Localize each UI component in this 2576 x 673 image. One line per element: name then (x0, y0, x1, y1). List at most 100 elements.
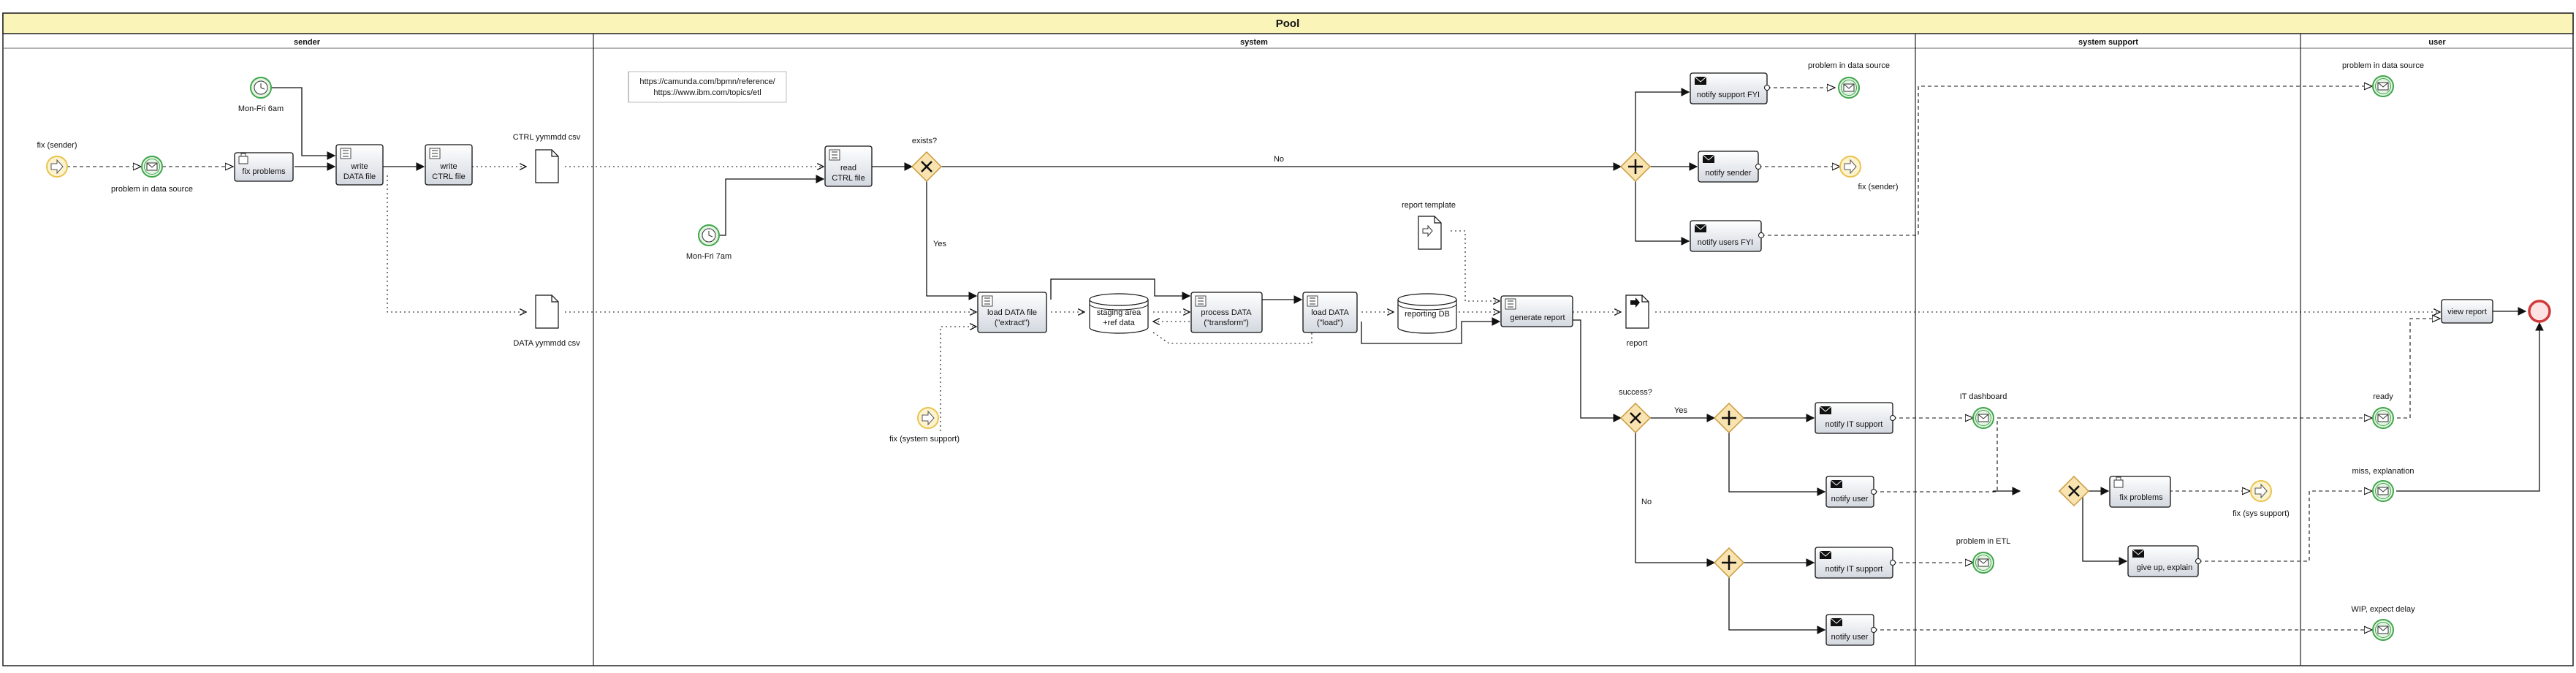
flow-load-to-process (1050, 278, 1191, 300)
message-event-problem-in-etl[interactable]: problem in ETL (1956, 537, 2011, 574)
task-write-data-file[interactable]: write DATA file (335, 144, 384, 186)
hand-icon (238, 153, 248, 164)
send-envelope-icon (1819, 550, 1832, 559)
message-event-wip[interactable]: WIP, expect delay (2351, 605, 2415, 641)
pool-header (2, 12, 2574, 34)
label-mon-fri-7am: Mon-Fri 7am (686, 252, 732, 261)
msg-give-up (2198, 491, 2372, 562)
label-ready: ready (2373, 392, 2393, 401)
message-event-miss-explanation[interactable]: miss, explanation (2352, 467, 2414, 502)
gateway-parallel-failure[interactable] (1713, 547, 1745, 579)
label-problem-system: problem in data source (1808, 61, 1890, 70)
label-it-dashboard: IT dashboard (1960, 392, 2007, 401)
script-icon (981, 295, 993, 307)
data-store-staging-area[interactable]: staging area +ref data (1089, 293, 1149, 334)
task-load-data-file[interactable]: load DATA file ("extract") (977, 292, 1047, 333)
label-problem-user: problem in data source (2342, 61, 2424, 70)
send-envelope-icon (2132, 549, 2145, 558)
task-generate-report[interactable]: generate report (1500, 295, 1573, 327)
label-fix-system-support: fix (system support) (889, 435, 960, 444)
task-notify-user-2[interactable]: notify user (1825, 614, 1877, 646)
label-yes-exists: Yes (933, 240, 946, 248)
task-load-data[interactable]: load DATA ("load") (1302, 292, 1358, 333)
label-load-data-file-1: load DATA file (987, 308, 1037, 317)
label-report: report (1627, 339, 1648, 348)
label-write-data-1: write (350, 162, 368, 171)
gateway-parallel-notify[interactable] (1619, 151, 1652, 183)
data-store-reporting-db[interactable]: reporting DB (1397, 293, 1457, 334)
task-notify-it-support-2[interactable]: notify IT support (1815, 547, 1896, 579)
script-icon (340, 148, 352, 159)
flow-report-to-success (1573, 319, 1622, 422)
gateway-exists[interactable]: exists? No Yes (911, 137, 1284, 248)
label-process-data-1: process DATA (1201, 308, 1252, 317)
task-notify-support-fyi[interactable]: notify support FYI (1690, 72, 1770, 104)
gateway-success[interactable]: success? Yes No (1619, 388, 1687, 506)
label-notify-sender: notify sender (1706, 169, 1752, 178)
data-object-report-template[interactable]: report template (1402, 201, 1456, 250)
message-event-problem-user[interactable]: problem in data source (2342, 61, 2424, 97)
note-line-2: https://www.ibm.com/topics/etl (653, 88, 761, 97)
signal-event-fix-sys-support[interactable]: fix (sys support) (2233, 480, 2290, 518)
label-no-success: No (1641, 498, 1652, 506)
task-process-data[interactable]: process DATA ("transform") (1190, 292, 1263, 333)
envelope-icon (2377, 487, 2389, 495)
data-object-ctrl-file[interactable]: CTRL yymmdd csv (513, 133, 581, 183)
envelope-icon (1977, 558, 1989, 567)
envelope-icon (1977, 414, 1989, 422)
x-icon (921, 161, 932, 172)
flow-split-support (1635, 88, 1690, 152)
task-write-ctrl-file[interactable]: write CTRL file (425, 144, 473, 186)
message-event-problem-system[interactable]: problem in data source (1808, 61, 1890, 99)
timer-event-7am[interactable]: Mon-Fri 7am (686, 224, 732, 261)
note-line-1: https://camunda.com/bpmn/reference/ (639, 77, 775, 86)
data-object-report[interactable]: report (1625, 294, 1649, 348)
sequence-flows (270, 87, 2544, 634)
task-notify-user-1[interactable]: notify user (1825, 476, 1877, 508)
label-report-template: report template (1402, 201, 1456, 210)
output-arrow-icon (1630, 297, 1640, 308)
task-read-ctrl-file[interactable]: read CTRL file (824, 145, 873, 187)
input-arrow-icon (1422, 224, 1433, 237)
label-success: success? (1619, 388, 1652, 397)
message-event-problem-in-data-source[interactable]: problem in data source (111, 156, 193, 194)
end-event[interactable] (2528, 300, 2551, 323)
start-event-fix-sender[interactable]: fix (sender) (37, 141, 77, 178)
task-fix-problems-support[interactable]: fix problems (2109, 476, 2171, 508)
label-view-report: view report (2447, 308, 2487, 316)
gateway-parallel-success[interactable] (1713, 402, 1745, 434)
label-load-data-2: ("load") (1317, 319, 1343, 327)
assoc-template-report (1451, 230, 1500, 301)
data-object-data-file[interactable]: DATA yymmdd csv (513, 294, 580, 348)
label-no-exists: No (1274, 155, 1284, 164)
send-envelope-icon (1830, 479, 1843, 488)
timer-event-6am[interactable]: Mon-Fri 6am (238, 77, 284, 113)
label-process-data-2: ("transform") (1204, 319, 1249, 327)
send-envelope-icon (1702, 154, 1715, 163)
label-generate-report: generate report (1510, 313, 1565, 322)
task-view-report[interactable]: view report (2441, 299, 2493, 324)
plus-icon (1628, 159, 1643, 174)
label-exists: exists? (912, 137, 937, 145)
label-wip: WIP, expect delay (2351, 605, 2415, 614)
script-icon (1307, 295, 1318, 307)
task-notify-it-support-1[interactable]: notify IT support (1815, 402, 1896, 434)
send-envelope-icon (1694, 76, 1707, 85)
signal-arrow-icon (1844, 159, 1857, 175)
task-give-up-explain[interactable]: give up, explain (2127, 545, 2201, 577)
task-notify-sender[interactable]: notify sender (1698, 151, 1761, 183)
task-notify-users-fyi[interactable]: notify users FYI (1690, 220, 1764, 252)
start-event-fix-system-support[interactable]: fix (system support) (889, 407, 960, 444)
task-fix-problems-sender[interactable]: fix problems (234, 152, 294, 182)
label-notify-it-support-1: notify IT support (1825, 420, 1883, 429)
msg-ready-to-view (2390, 319, 2440, 419)
label-write-ctrl-1: write (439, 162, 457, 171)
script-icon (429, 148, 441, 159)
x-icon (1630, 412, 1641, 424)
flow-p1-user (1728, 433, 1826, 496)
gateway-support-decision[interactable] (2058, 475, 2090, 507)
message-event-it-dashboard[interactable]: IT dashboard (1960, 392, 2007, 429)
signal-event-fix-sender[interactable]: fix (sender) (1839, 156, 1899, 191)
message-event-ready[interactable]: ready (2372, 392, 2394, 429)
